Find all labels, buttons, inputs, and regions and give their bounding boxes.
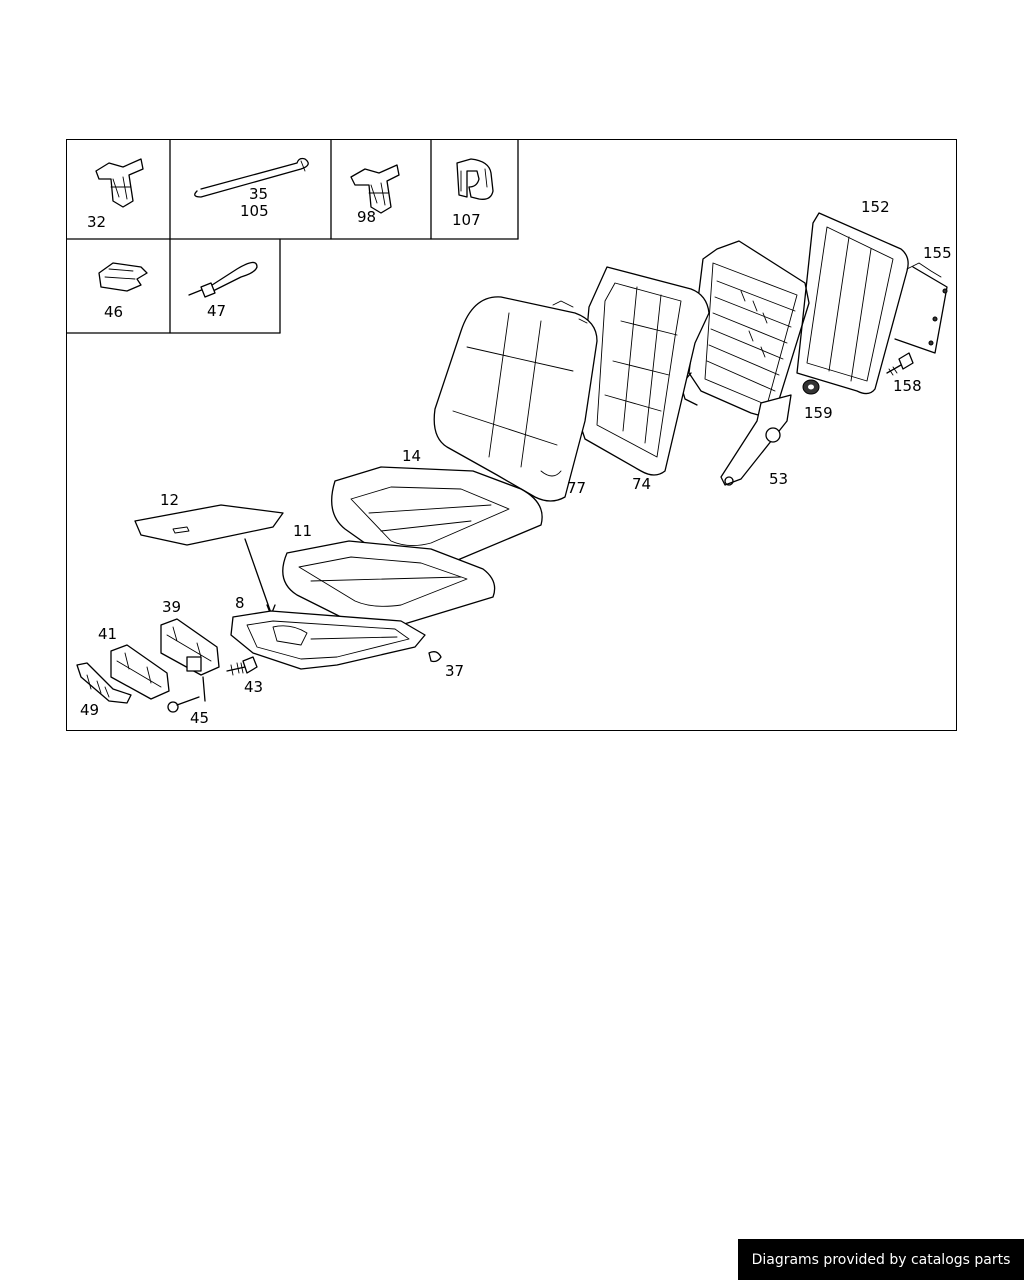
part-35-105-wire-rod[interactable] xyxy=(194,157,309,198)
label-49: 49 xyxy=(80,701,99,719)
part-32-clip[interactable] xyxy=(95,158,144,208)
exploded-seat-diagram: 32 35 105 98 107 46 47 152 155 158 159 5… xyxy=(66,139,957,731)
label-11: 11 xyxy=(293,522,312,540)
diagram-credit-badge: Diagrams provided by catalogs parts xyxy=(738,1239,1024,1280)
label-158: 158 xyxy=(893,377,922,395)
label-47: 47 xyxy=(207,302,226,320)
label-98: 98 xyxy=(357,208,376,226)
label-152: 152 xyxy=(861,198,890,216)
label-43: 43 xyxy=(244,678,263,696)
part-39-bracket[interactable] xyxy=(160,618,220,676)
part-labels: 152 155 158 159 53 74 77 14 12 11 8 39 4… xyxy=(80,198,952,727)
label-46: 46 xyxy=(104,303,123,321)
label-77: 77 xyxy=(567,479,586,497)
diagram-canvas: 32 35 105 98 107 46 47 152 155 158 159 5… xyxy=(67,140,952,727)
label-53: 53 xyxy=(769,470,788,488)
part-47-cable-tie[interactable] xyxy=(188,261,258,298)
part-77-backrest-cover[interactable] xyxy=(433,296,598,502)
part-107-u-clip[interactable] xyxy=(456,158,494,200)
label-159: 159 xyxy=(804,404,833,422)
diagram-credit-text: Diagrams provided by catalogs parts xyxy=(751,1251,1011,1268)
label-14: 14 xyxy=(402,447,421,465)
part-159-cap[interactable] xyxy=(802,379,820,395)
part-74-backrest-cushion[interactable] xyxy=(578,266,710,476)
part-98-clip[interactable] xyxy=(350,164,400,214)
label-41: 41 xyxy=(98,625,117,643)
label-105: 105 xyxy=(240,202,269,220)
label-12: 12 xyxy=(160,491,179,509)
part-11-seat-cushion[interactable] xyxy=(282,540,496,628)
part-37-clip[interactable] xyxy=(428,651,442,663)
label-32: 32 xyxy=(87,213,106,231)
inset-grid xyxy=(67,140,519,334)
label-45: 45 xyxy=(190,709,209,727)
part-152-back-panel[interactable] xyxy=(796,212,909,395)
label-107: 107 xyxy=(452,211,481,229)
part-53-backrest-frame[interactable] xyxy=(680,240,810,486)
part-155-panel-frame[interactable] xyxy=(894,262,948,354)
part-12-insulation-mat[interactable] xyxy=(134,504,284,616)
label-37: 37 xyxy=(445,662,464,680)
part-43-bolt[interactable] xyxy=(226,656,258,676)
part-8-seat-pan[interactable] xyxy=(230,610,426,670)
label-35: 35 xyxy=(249,185,268,203)
inset-labels: 32 35 105 98 107 46 47 xyxy=(87,185,481,321)
label-8: 8 xyxy=(235,594,245,612)
label-39: 39 xyxy=(162,598,181,616)
part-158-screw[interactable] xyxy=(886,352,914,376)
part-46-spring-clip[interactable] xyxy=(98,262,148,292)
part-45-screw[interactable] xyxy=(167,676,206,713)
part-41-bracket[interactable] xyxy=(110,644,170,700)
label-155: 155 xyxy=(923,244,952,262)
part-49-trim-clip[interactable] xyxy=(76,662,132,704)
label-74: 74 xyxy=(632,475,651,493)
